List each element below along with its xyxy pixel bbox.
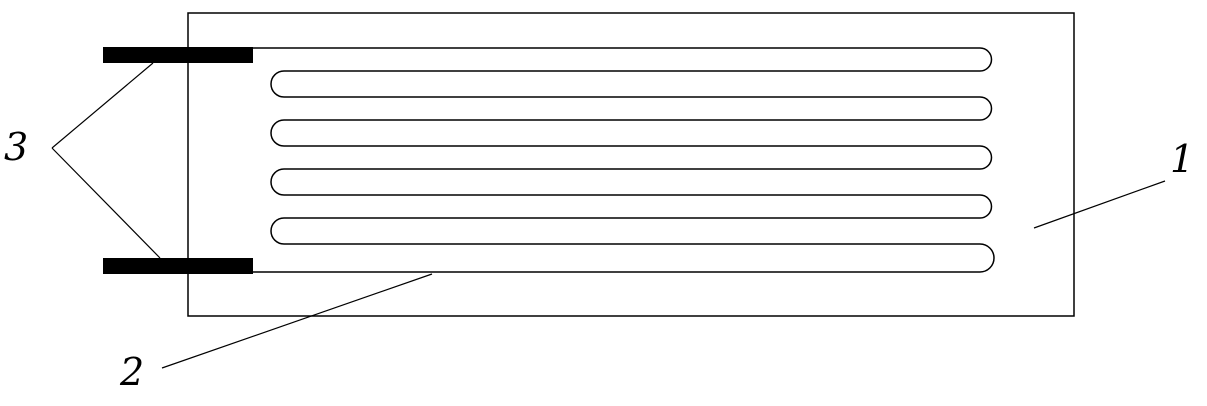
label-conductor: 2 xyxy=(119,350,144,394)
leader-line-terminals-bottom xyxy=(51,147,161,259)
leader-line-conductor xyxy=(161,273,433,369)
substrate-plate xyxy=(187,12,1075,317)
label-terminals: 3 xyxy=(4,125,28,169)
terminal-bar-top xyxy=(103,47,253,63)
leader-line-terminals-top xyxy=(51,62,154,149)
serpentine-conductor xyxy=(250,47,995,273)
leader-lines xyxy=(51,62,1166,369)
terminal-bar-bottom xyxy=(103,258,253,274)
label-substrate: 1 xyxy=(1170,137,1194,181)
leader-line-substrate xyxy=(1033,180,1166,229)
